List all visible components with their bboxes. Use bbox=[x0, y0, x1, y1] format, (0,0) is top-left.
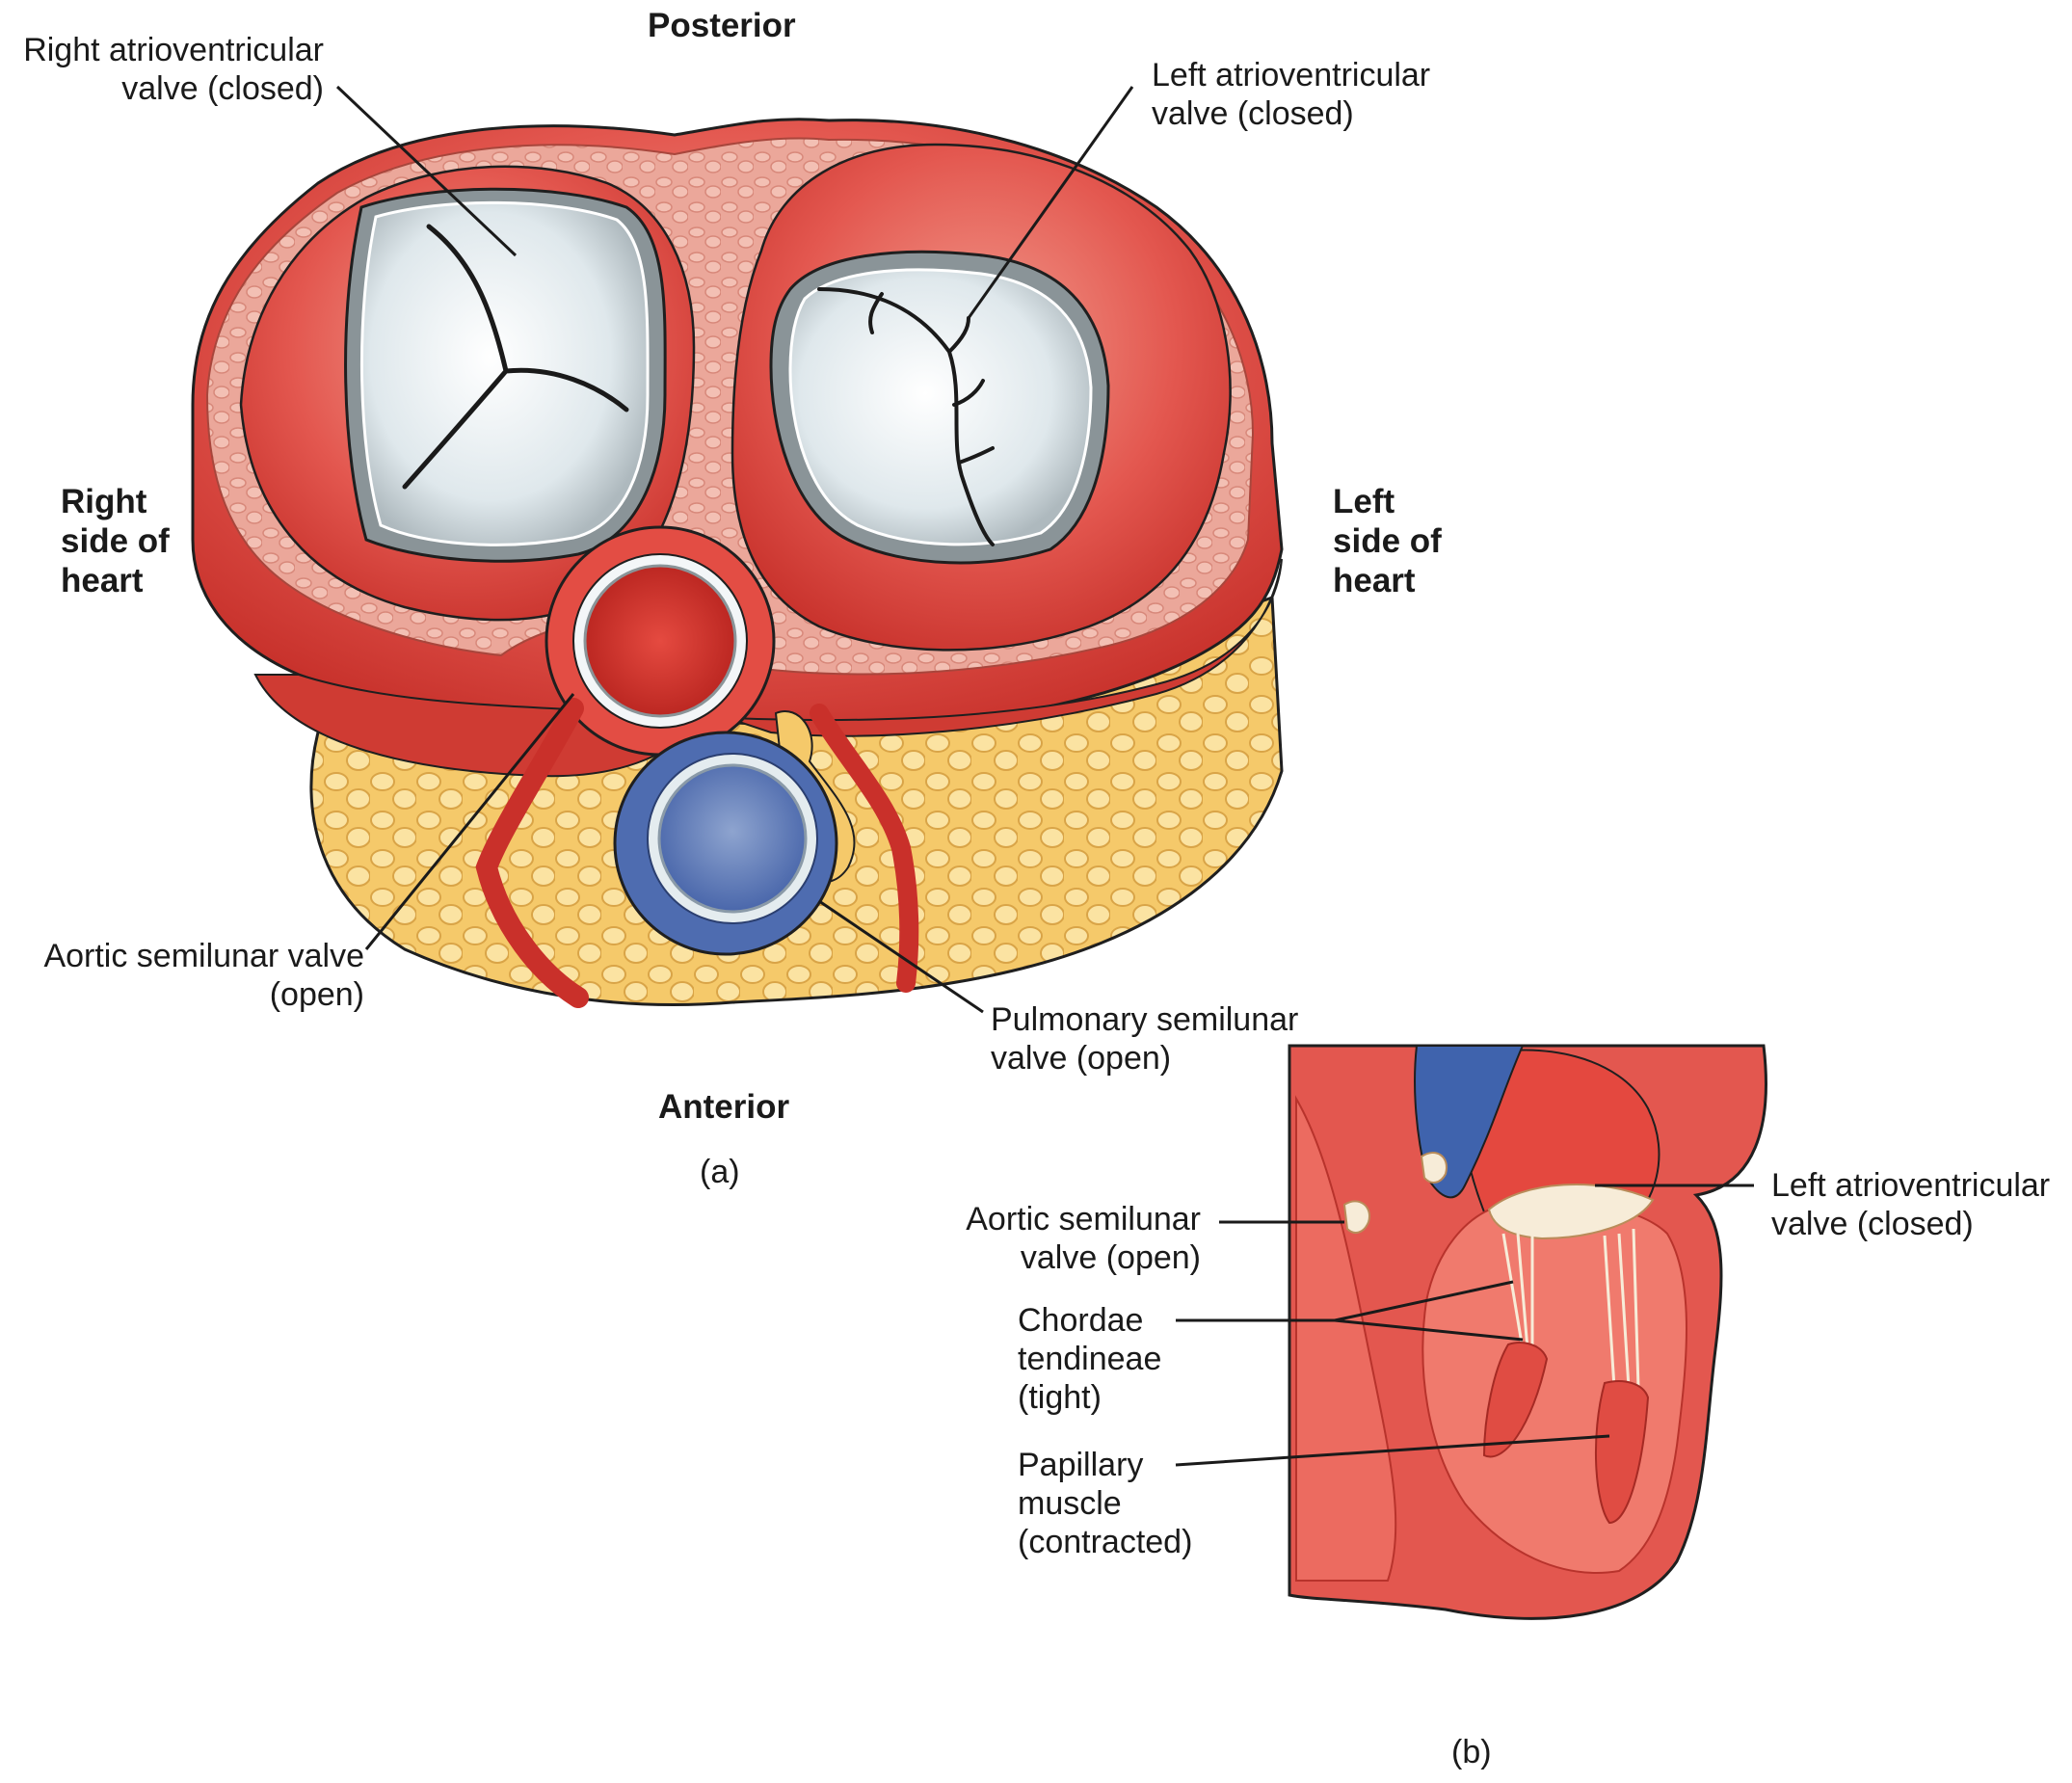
label-b-papillary-muscle: Papillary muscle (contracted) bbox=[1018, 1447, 1193, 1560]
left-av-valve-b bbox=[1487, 1183, 1655, 1240]
label-b-aortic-semilunar-valve: Aortic semilunar valve (open) bbox=[966, 1201, 1201, 1276]
orientation-right-side-label: Right side of heart bbox=[61, 483, 170, 599]
panel-a-heart-cross-section bbox=[191, 85, 1284, 1014]
orientation-anterior-label: Anterior bbox=[658, 1088, 790, 1126]
papillary-muscle-1 bbox=[1482, 1342, 1549, 1458]
label-left-av-valve: Left atrioventricular valve (closed) bbox=[1152, 57, 1431, 132]
aortic-valve-lumen bbox=[583, 564, 737, 718]
left-coronary-artery bbox=[810, 704, 919, 993]
chordae-tendineae bbox=[1501, 1228, 1640, 1389]
aortic-valve-cusp-b-2 bbox=[1420, 1152, 1448, 1184]
right-ventricle-cavity bbox=[1295, 1095, 1397, 1582]
pulmonary-valve-lumen bbox=[657, 763, 808, 914]
panel-b-heart-longitudinal bbox=[1175, 1044, 1767, 1620]
panel-b-leader-lines bbox=[1175, 1184, 1754, 1467]
orientation-left-side-label: Left side of heart bbox=[1333, 483, 1442, 599]
orientation-posterior-label: Posterior bbox=[648, 7, 796, 44]
panel-a-leader-lines bbox=[335, 85, 1134, 1014]
label-pulmonary-semilunar-valve: Pulmonary semilunar valve (open) bbox=[991, 1001, 1299, 1077]
papillary-muscle-2 bbox=[1594, 1380, 1650, 1525]
right-av-valve-commissures bbox=[402, 224, 629, 490]
label-b-chordae-tendineae: Chordae tendineae (tight) bbox=[1018, 1302, 1162, 1416]
label-b-left-av-valve: Left atrioventricular valve (closed) bbox=[1771, 1167, 2051, 1242]
label-aortic-semilunar-valve: Aortic semilunar valve (open) bbox=[43, 938, 364, 1013]
label-right-av-valve: Right atrioventricular valve (closed) bbox=[23, 32, 324, 107]
panel-b-caption: (b) bbox=[1451, 1734, 1492, 1770]
right-coronary-artery bbox=[475, 698, 589, 1008]
panel-a-caption: (a) bbox=[700, 1154, 740, 1190]
aortic-valve-cusp-b-1 bbox=[1342, 1200, 1370, 1235]
left-av-valve-commissure bbox=[817, 287, 995, 546]
left-av-valve-leaflets bbox=[788, 268, 1093, 546]
